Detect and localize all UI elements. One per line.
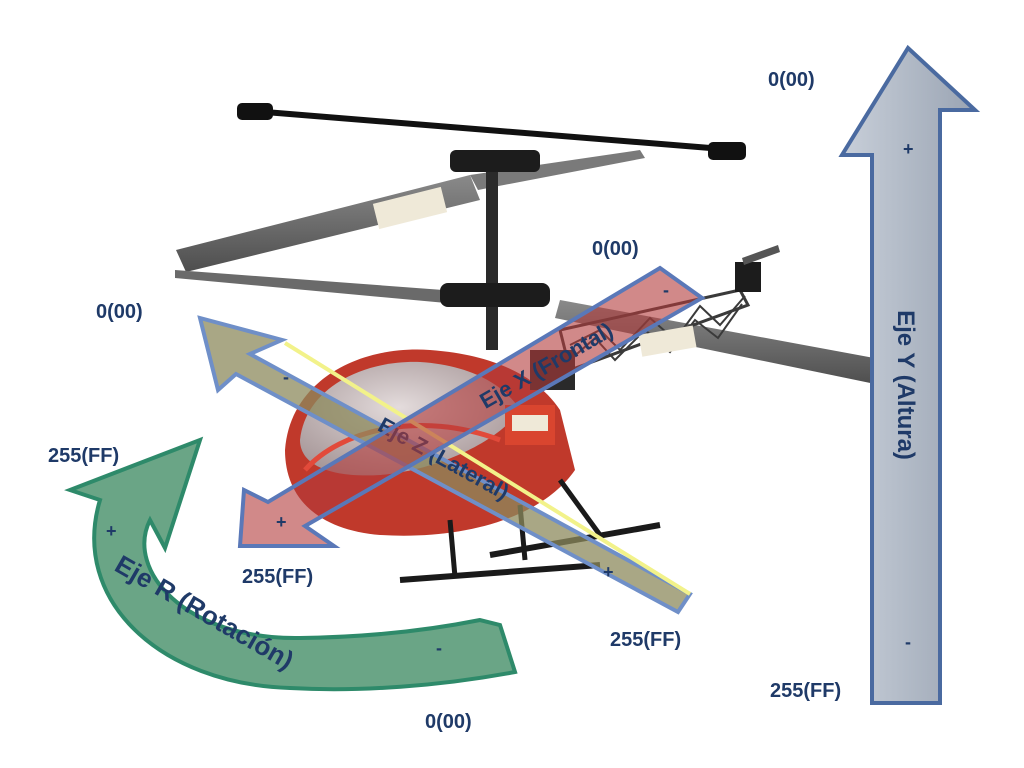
axis-z-minus-sign: - [283, 367, 289, 387]
axis-x-end-value: 255(FF) [242, 566, 313, 588]
axis-r-start-value: 255(FF) [48, 445, 119, 467]
axis-r-plus-sign: + [106, 521, 117, 541]
axis-x-plus-sign: + [276, 512, 287, 532]
axis-z-start-value: 0(00) [96, 301, 143, 323]
axis-x-start-value: 0(00) [592, 238, 639, 260]
axis-r-arrow [64, 436, 518, 692]
flybar [237, 103, 746, 160]
axis-z-plus-sign: + [603, 562, 614, 582]
axis-z-arrow [197, 315, 693, 615]
axis-z-highlight [283, 341, 692, 596]
axis-r-minus-sign: - [436, 638, 442, 658]
lower-rotor-blade [175, 270, 470, 305]
axis-x-arrow [237, 265, 706, 548]
axis-y-title: Eje Y (Altura) [892, 310, 919, 460]
axis-y: Eje Y (Altura) + - 0(00) 255(FF) [768, 44, 981, 705]
axis-y-top-value: 0(00) [768, 69, 815, 91]
axis-y-bottom-value: 255(FF) [770, 680, 841, 702]
axis-y-arrow [838, 44, 981, 705]
axis-z-end-value: 255(FF) [610, 629, 681, 651]
axis-r-end-value: 0(00) [425, 711, 472, 733]
axis-y-minus-sign: - [905, 632, 911, 652]
rotor-mast [486, 150, 498, 350]
axis-x-minus-sign: - [663, 280, 669, 300]
axis-y-plus-sign: + [903, 139, 914, 159]
